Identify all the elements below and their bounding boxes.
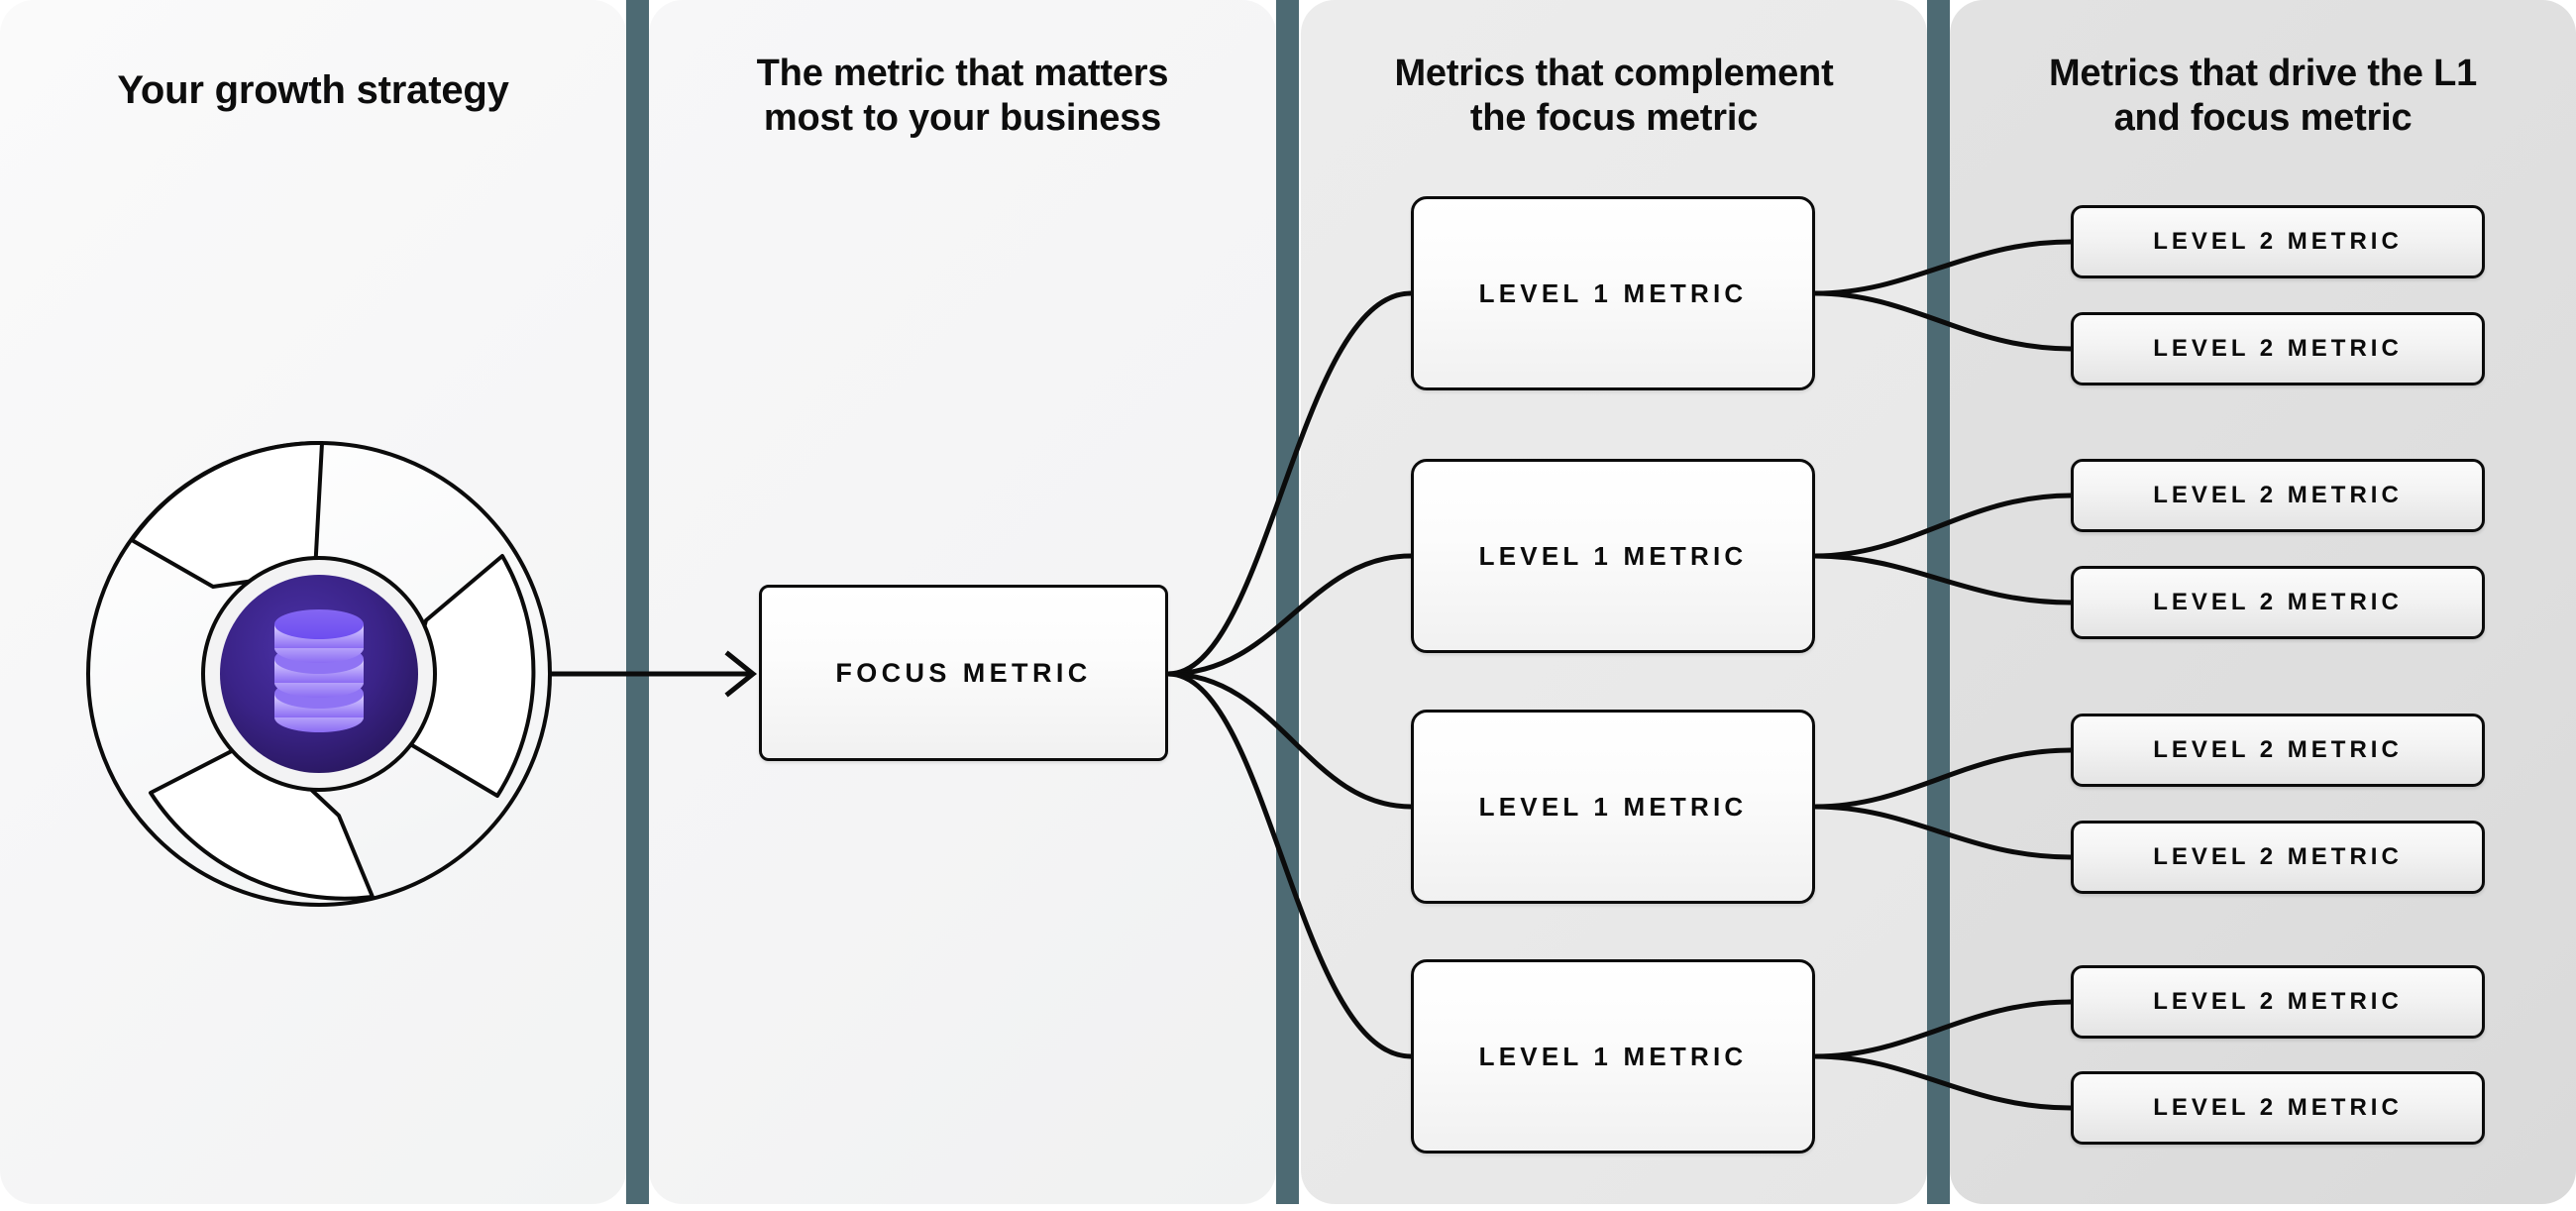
level2-metric-node-6[interactable]: LEVEL 2 METRIC	[2071, 821, 2485, 894]
level2-metric-node-1[interactable]: LEVEL 2 METRIC	[2071, 205, 2485, 278]
level1-metric-node-2[interactable]: LEVEL 1 METRIC	[1411, 459, 1815, 653]
column-divider-2	[1276, 0, 1299, 1204]
column-growth-strategy	[0, 0, 626, 1204]
focus-metric-node[interactable]: FOCUS METRIC	[759, 585, 1168, 761]
level2-metric-node-3[interactable]: LEVEL 2 METRIC	[2071, 459, 2485, 532]
column-divider-1	[626, 0, 649, 1204]
column-title-growth-strategy: Your growth strategy	[117, 68, 509, 112]
level2-metric-node-8[interactable]: LEVEL 2 METRIC	[2071, 1071, 2485, 1145]
level2-metric-node-5[interactable]: LEVEL 2 METRIC	[2071, 714, 2485, 787]
level1-metric-node-1[interactable]: LEVEL 1 METRIC	[1411, 196, 1815, 390]
level2-metric-node-4[interactable]: LEVEL 2 METRIC	[2071, 566, 2485, 639]
level1-metric-node-3[interactable]: LEVEL 1 METRIC	[1411, 710, 1815, 904]
level2-metric-node-2[interactable]: LEVEL 2 METRIC	[2071, 312, 2485, 385]
level2-metric-node-7[interactable]: LEVEL 2 METRIC	[2071, 965, 2485, 1039]
level1-metric-node-4[interactable]: LEVEL 1 METRIC	[1411, 959, 1815, 1154]
column-divider-3	[1927, 0, 1950, 1204]
